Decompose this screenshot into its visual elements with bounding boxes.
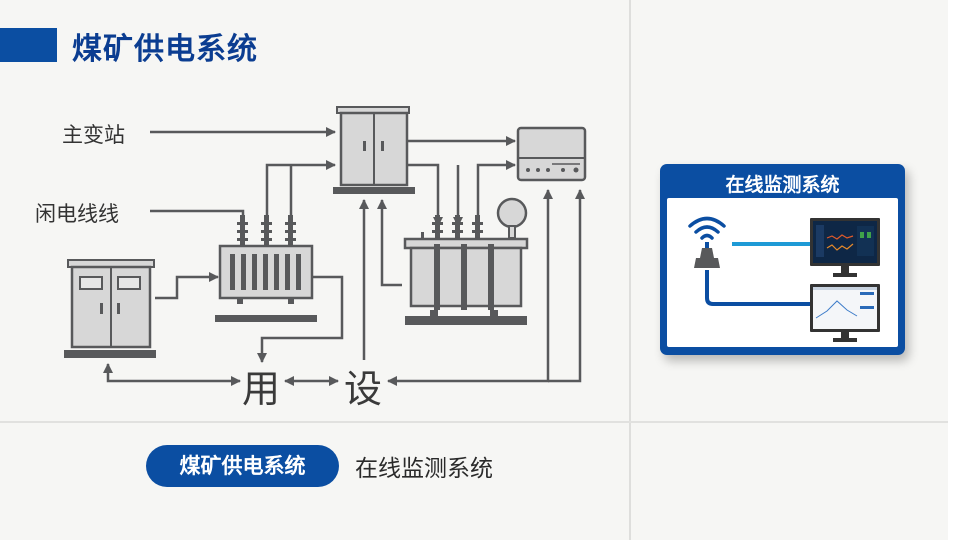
monitoring-illustration bbox=[688, 216, 880, 342]
distribution-transformer bbox=[215, 215, 317, 322]
title-accent-bar bbox=[0, 28, 57, 62]
monitoring-unit bbox=[516, 126, 587, 182]
tab-coal-mine-power-system[interactable]: 煤矿供电系统 bbox=[146, 445, 339, 487]
power-transformer-to-cabinet-line bbox=[377, 199, 402, 287]
wired-data-link bbox=[705, 270, 812, 306]
left-cabinet-to-transformer-line bbox=[155, 272, 219, 300]
monitor-return-line bbox=[548, 189, 585, 383]
power-transformer bbox=[403, 197, 529, 325]
right-margin bbox=[948, 0, 968, 540]
main-substation-label: 主变站 bbox=[62, 123, 125, 147]
sensor-antenna-icon bbox=[694, 242, 720, 268]
switchgear-cabinet-top bbox=[333, 106, 415, 194]
transformer-to-user-line bbox=[257, 275, 344, 363]
equipment-node-label: 设 bbox=[344, 367, 383, 411]
user-node-label: 用 bbox=[242, 367, 281, 411]
tab-online-monitoring-system[interactable]: 在线监测系统 bbox=[355, 456, 493, 482]
monitor-trend-chart-icon bbox=[810, 284, 880, 342]
vertical-divider bbox=[629, 0, 631, 540]
power-supply-diagram bbox=[64, 106, 587, 386]
monitoring-card-body bbox=[667, 198, 898, 347]
monitor-dashboard-icon bbox=[810, 218, 880, 277]
switchgear-cabinet-left bbox=[64, 259, 156, 358]
cabinet-user-link bbox=[103, 363, 241, 386]
idle-line-feed bbox=[150, 209, 245, 225]
dist-transformer-to-cabinet-line bbox=[265, 160, 336, 225]
monitoring-card-title: 在线监测系统 bbox=[725, 174, 840, 196]
cabinet-to-power-transformer-line-1 bbox=[408, 163, 443, 227]
wifi-signal-icon bbox=[688, 216, 726, 240]
online-monitoring-card: 在线监测系统 bbox=[660, 164, 905, 355]
page-title: 煤矿供电系统 bbox=[72, 32, 258, 67]
idle-line-label: 闲电线线 bbox=[35, 202, 119, 226]
horizontal-divider bbox=[0, 421, 948, 423]
